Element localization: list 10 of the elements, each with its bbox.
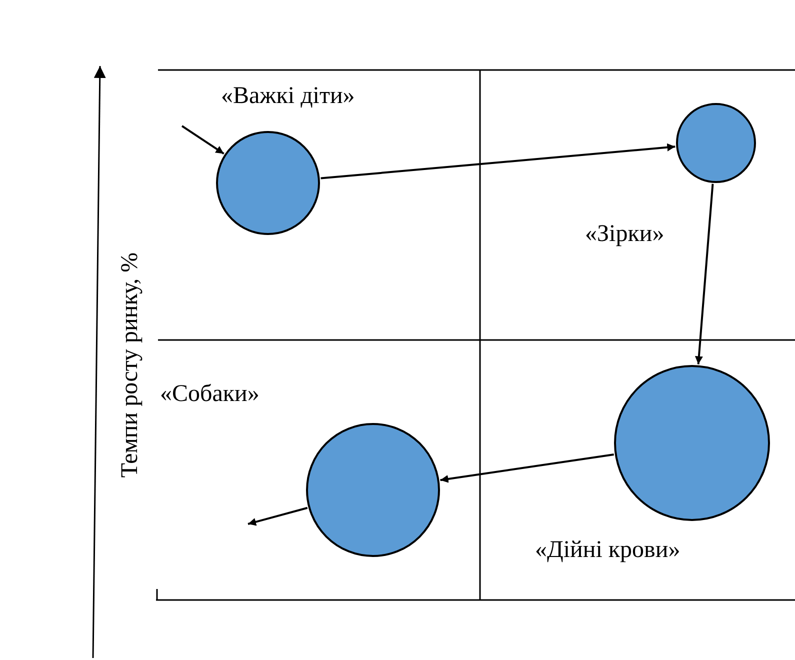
arrow (181, 125, 224, 155)
axis-label: Темпи росту ринку, % (118, 252, 142, 478)
arrow (320, 143, 676, 180)
quadrant-label: «Важкі діти» (221, 84, 355, 108)
quadrant-label: «Дійні крови» (535, 538, 680, 562)
arrow (694, 184, 714, 364)
arrow (248, 506, 308, 526)
arrow (440, 454, 614, 483)
quadrant-label: «Собаки» (160, 382, 260, 406)
quadrant-label: «Зірки» (585, 222, 664, 246)
